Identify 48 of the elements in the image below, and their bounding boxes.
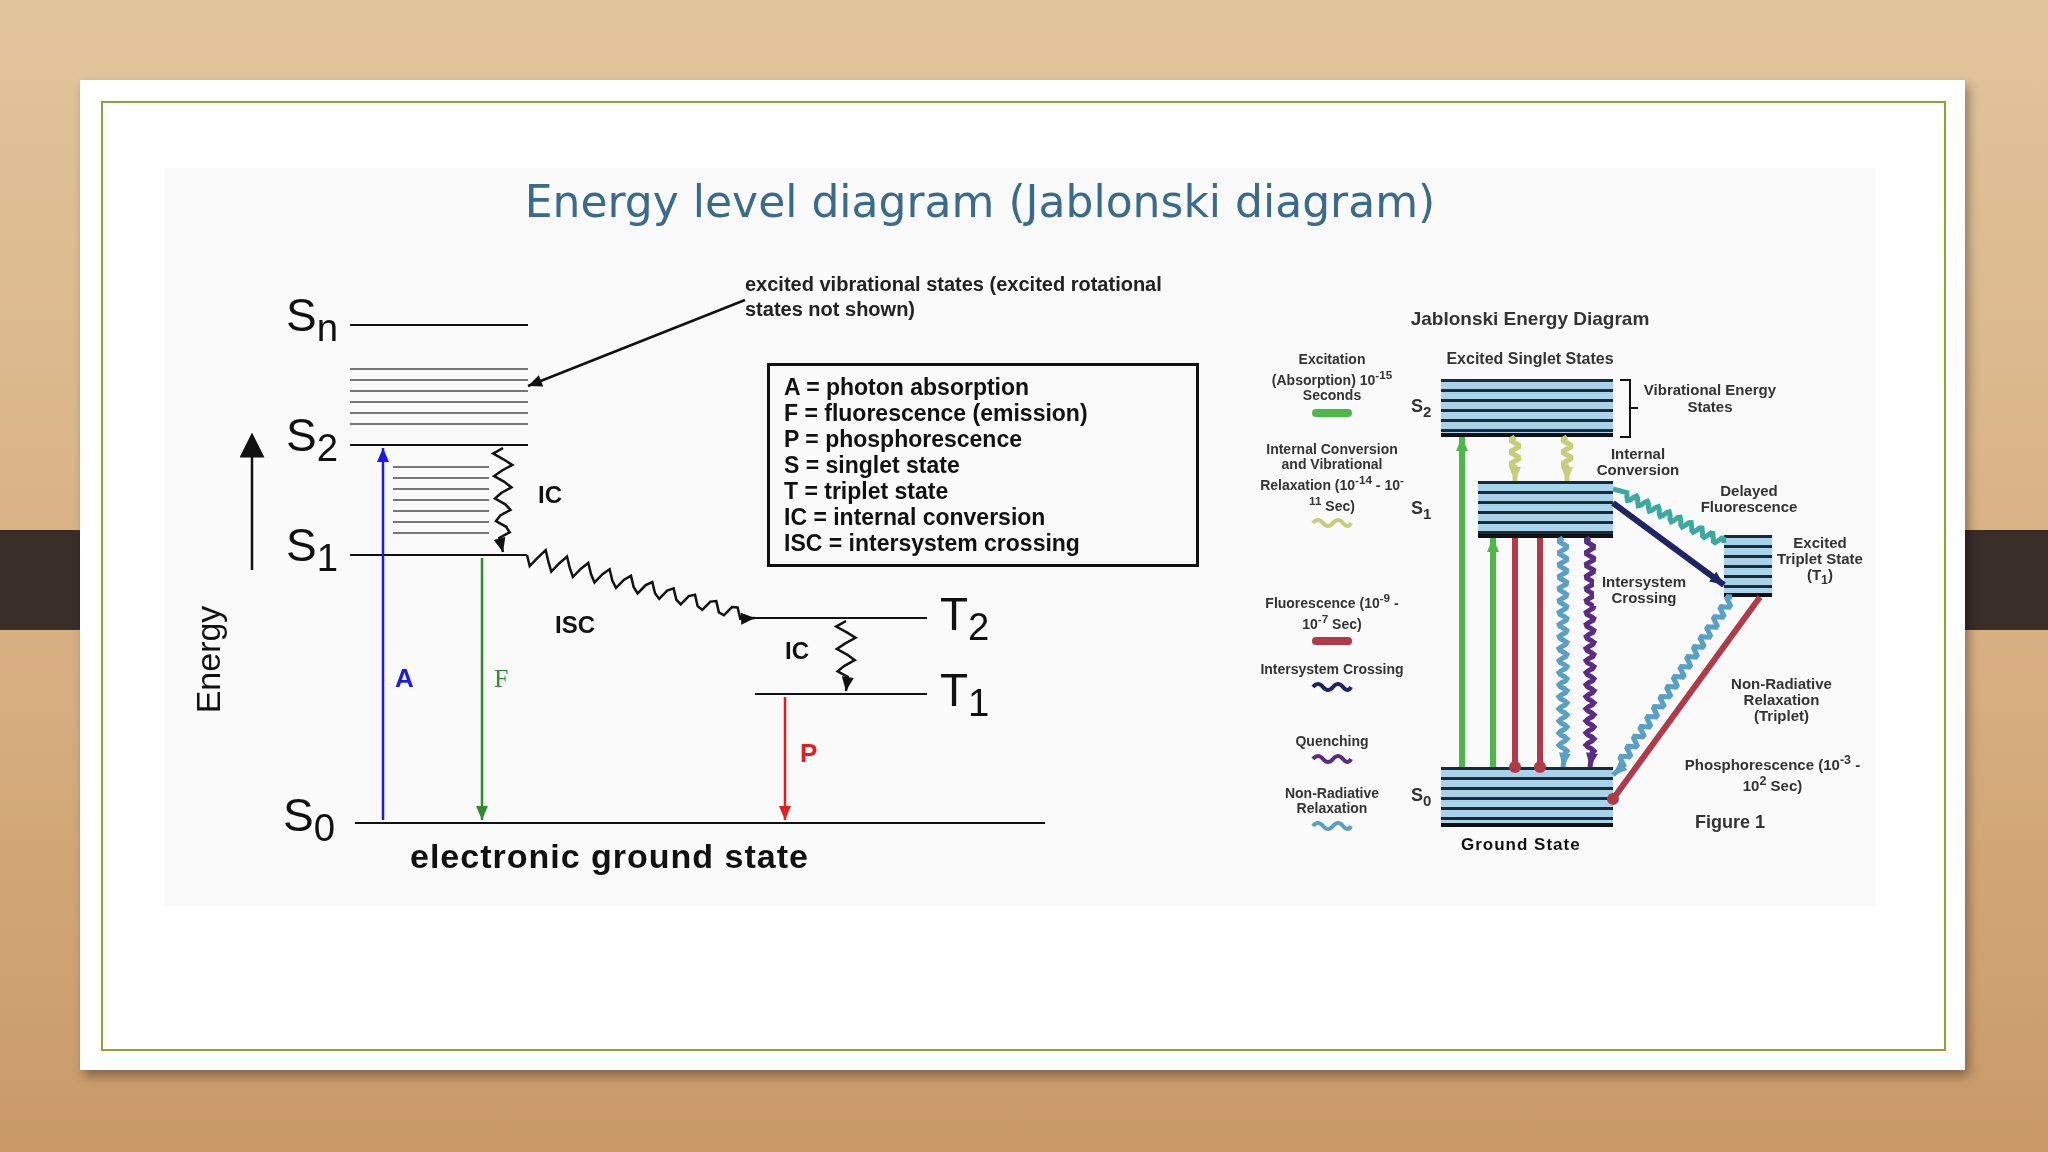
arrow bbox=[1611, 500, 1726, 588]
arrow bbox=[1487, 538, 1499, 767]
arrow bbox=[476, 558, 488, 820]
key-entry: F = fluorescence (emission) bbox=[784, 400, 1089, 426]
key-entry: P = phosphorescence bbox=[784, 426, 1023, 452]
zigzag-arrow bbox=[833, 619, 858, 692]
wavy-arrow bbox=[1555, 535, 1571, 768]
state-caption: Ground State bbox=[1461, 835, 1581, 855]
wavy-arrow bbox=[1611, 594, 1734, 777]
state-label: S$_{0}$ bbox=[1411, 785, 1432, 809]
arrow bbox=[377, 448, 389, 820]
wavy-arrow bbox=[1582, 535, 1598, 768]
wavy-arrow bbox=[1561, 434, 1573, 481]
arrow bbox=[1456, 437, 1468, 767]
state-label: S$_{2}$ bbox=[1411, 396, 1432, 420]
callout-text: excited vibrational states (excited rotational states not shown) bbox=[745, 272, 1225, 322]
axis-label: Energy bbox=[189, 605, 229, 714]
state-label: S$_{1}$ bbox=[286, 520, 338, 582]
state-label: T$_{2}$ bbox=[940, 589, 990, 651]
key-box bbox=[767, 363, 1199, 567]
state-label: S$_{n}$ bbox=[286, 290, 338, 352]
key-entry: S = singlet state bbox=[784, 452, 961, 478]
key-entry: ISC = intersystem crossing bbox=[784, 530, 1081, 556]
legend-text: Excitation (Absorption) 10$^{-15}$ Seconds bbox=[1270, 352, 1394, 403]
zigzag-arrow bbox=[525, 547, 756, 625]
legend-text: Fluorescence (10$^{-9}$ - 10$^{-7}$ Sec) bbox=[1264, 590, 1400, 632]
state-label: Excited Triplet State (T$_{1}$) bbox=[1776, 535, 1864, 588]
key-entry: A = photon absorption bbox=[784, 374, 1031, 400]
key-entry: IC = internal conversion bbox=[784, 504, 1047, 530]
state-caption: electronic ground state bbox=[410, 837, 809, 876]
leader-line bbox=[527, 298, 746, 388]
legend-text: Non-Radiative Relaxation bbox=[1283, 786, 1381, 816]
state-label: S$_{1}$ bbox=[1411, 497, 1432, 522]
zigzag-arrow bbox=[490, 446, 515, 553]
state-label: T$_{1}$ bbox=[940, 665, 990, 727]
arrow bbox=[779, 697, 791, 820]
key-entry: T = triplet state bbox=[784, 478, 950, 504]
state-label: S$_{2}$ bbox=[286, 410, 338, 472]
figure-caption: Figure 1 bbox=[1694, 812, 1766, 832]
legend-text: Quenching bbox=[1294, 734, 1370, 749]
wavy-arrow bbox=[1509, 434, 1521, 481]
section-heading: Vibrational Energy States bbox=[1642, 381, 1778, 415]
state-label: S$_{0}$ bbox=[283, 790, 335, 852]
diagram-title: Energy level diagram (Jablonski diagram) bbox=[523, 176, 1437, 227]
legend-text: Intersystem Crossing bbox=[1259, 662, 1405, 677]
figure-title: Jablonski Energy Diagram bbox=[1409, 308, 1651, 329]
legend-text: Internal Conversion and Vibrational Relaxation (10$^{-14}$ - 10$^{-}$$^{11}$ Sec) bbox=[1259, 442, 1405, 514]
section-heading: Excited Singlet States bbox=[1445, 350, 1615, 368]
